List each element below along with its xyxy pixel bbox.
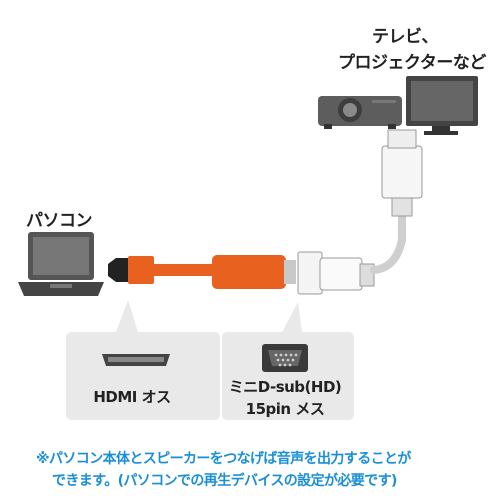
hdmi-connector-icon (108, 256, 214, 284)
laptop-icon (18, 232, 104, 296)
note-line1: ※パソコン本体とスピーカーをつなげば音声を出力することが (36, 451, 411, 467)
tv-label: テレビ、 (372, 27, 439, 47)
hdmi-port-icon (102, 354, 170, 366)
vga-label-line1: ミニD-sub(HD) (228, 378, 342, 396)
note-line2: できます。(パソコンでの再生デバイスの設定が必要です) (52, 473, 397, 489)
projector-label: プロジェクターなど (338, 53, 486, 73)
projector-icon (318, 96, 402, 129)
tv-icon (406, 76, 478, 135)
vga-label-line2: 15pin メス (245, 400, 325, 418)
vga-cable (381, 129, 423, 217)
adapter-body (212, 255, 296, 289)
vga-connector-icon (297, 208, 406, 295)
pc-label: パソコン (26, 211, 93, 231)
hdmi-label: HDMI オス (93, 388, 171, 406)
vga-port-icon (262, 344, 308, 372)
